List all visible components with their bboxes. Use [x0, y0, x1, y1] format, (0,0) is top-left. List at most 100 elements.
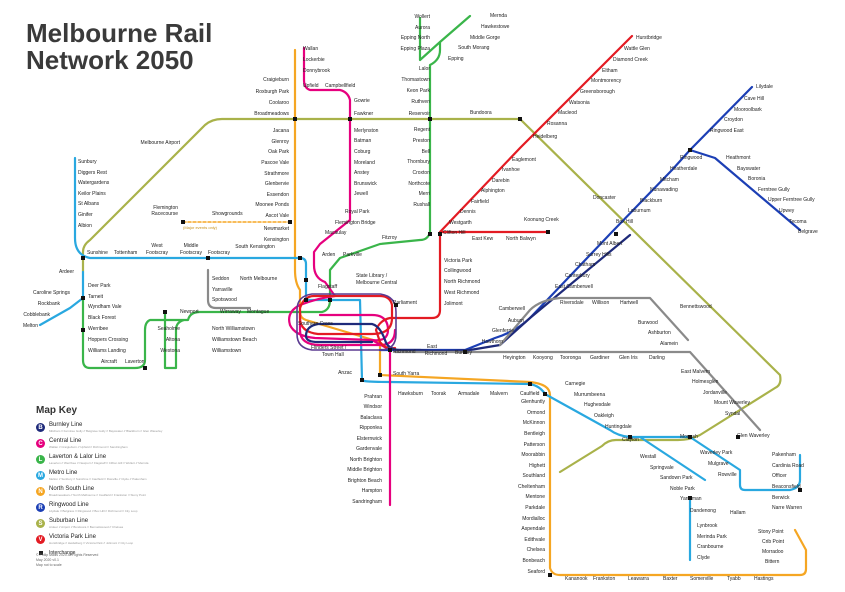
station-label-williamstown-beach: Williamstown Beach — [212, 337, 257, 343]
station-label-black-forest: Black Forest — [88, 315, 116, 321]
station-label-fairfield: Fairfield — [471, 199, 489, 205]
station-label-syndal: Syndal — [725, 411, 740, 417]
interchange-marker — [163, 310, 167, 314]
station-label-mulgrave: Mulgrave — [708, 461, 729, 467]
station-label-heathmont: Heathmont — [726, 155, 751, 161]
station-label-officer: Officer — [772, 473, 787, 479]
station-label-cave-hill: Cave Hill — [744, 96, 764, 102]
station-label-laverton: Laverton — [125, 359, 145, 365]
station-label-edithvale: Edithvale — [524, 537, 545, 543]
suburban-line — [81, 117, 782, 474]
station-label-belgrave: Belgrave — [798, 229, 818, 235]
interchange-marker — [298, 256, 302, 260]
station-label-cheltenham: Cheltenham — [518, 484, 545, 490]
station-label-southland: Southland — [522, 473, 545, 479]
station-label-wallan: Wallan — [303, 46, 318, 52]
station-label-heatherdale: Heatherdale — [670, 166, 697, 172]
station-label-jolimont: Jolimont — [444, 301, 463, 307]
station-label-cranbourne: Cranbourne — [697, 544, 724, 550]
station-label-ormond: Ormond — [527, 410, 545, 416]
station-label-williams-landing: Williams Landing — [88, 348, 126, 354]
station-label-east-kew: East Kew — [472, 236, 494, 242]
station-label-anzac: Anzac — [338, 370, 352, 376]
station-label-epping: Epping — [448, 56, 464, 62]
interchange-marker — [81, 296, 85, 300]
station-label-eaglemont: Eaglemont — [512, 157, 537, 163]
station-label-armadale: Armadale — [458, 391, 480, 397]
station-label-glenroy: Glenroy — [271, 139, 289, 145]
station-label-east-richmond: East — [427, 344, 438, 350]
station-label-camberwell: Camberwell — [499, 306, 525, 312]
station-label-ginifer: Ginifer — [78, 212, 93, 218]
key-line-stations: Lilydale // Belgrave // Ringwood // Box … — [49, 509, 138, 513]
station-label-upfield: Upfield — [303, 83, 319, 89]
key-line-name: Central Line — [49, 438, 82, 444]
station-label-royal-park: Royal Park — [345, 209, 370, 215]
copyright-line-3: Map not to scale — [36, 563, 62, 567]
station-label-keilor-plains: Keilor Plains — [78, 191, 106, 197]
interchange-marker — [543, 392, 547, 396]
station-label-tecoma: Tecoma — [789, 219, 807, 225]
line-badge-icon: R — [36, 503, 45, 512]
station-label-town-hall: Town Hall — [322, 352, 344, 358]
station-label-yarraville: Yarraville — [212, 287, 233, 293]
station-label-middle-footscray: Middle — [184, 243, 199, 249]
station-label-sandown-park: Sandown Park — [660, 475, 693, 481]
station-label-rowville: Rowville — [718, 472, 737, 478]
station-label-mont-albert: Mont Albert — [597, 241, 623, 247]
interchange-marker — [688, 148, 692, 152]
station-label-state-library: State Library / — [356, 273, 388, 279]
station-label-altona: Altona — [166, 337, 180, 343]
station-label-sunshine: Sunshine — [87, 250, 108, 256]
station-label-seaford: Seaford — [527, 569, 545, 575]
station-label-macleod: Macleod — [558, 110, 577, 116]
station-label-oakleigh: Oakleigh — [594, 413, 614, 419]
station-label-fawkner: Fawkner — [354, 111, 374, 117]
station-label-broadmeadows: Broadmeadows — [254, 111, 289, 117]
station-label-roxburgh-park: Roxburgh Park — [256, 89, 290, 95]
station-label-hoppers-crossing: Hoppers Crossing — [88, 337, 128, 343]
station-label-glenferrie: Glenferrie — [492, 328, 514, 334]
station-label-north-brighton: North Brighton — [350, 457, 382, 463]
station-label-bundoora: Bundoora — [470, 110, 492, 116]
copyright: © Philip Mallis 2020 All Rights Reserved… — [36, 553, 98, 568]
station-label-kananook: Kananook — [565, 576, 588, 582]
station-label-parkville: Parkville — [343, 252, 362, 258]
station-label-hawthorn: Hawthorn — [482, 339, 504, 345]
station-label-heidelberg: Heidelberg — [533, 134, 557, 140]
city-loop-outer — [296, 293, 397, 351]
station-label-narre-warren: Narre Warren — [772, 505, 802, 511]
station-label-south-yarra: South Yarra — [393, 371, 419, 377]
station-label-regent: Regent — [414, 127, 431, 133]
station-label-reservoir: Reservoir — [409, 111, 431, 117]
station-label-bell: Bell — [422, 149, 430, 155]
station-label-southern-cross: Southern Cross — [298, 321, 333, 327]
station-label-ivanhoe: Ivanhoe — [502, 167, 520, 173]
interchange-marker — [518, 117, 522, 121]
station-label-preston: Preston — [413, 138, 430, 144]
station-label-oak-park: Oak Park — [268, 149, 289, 155]
map-title: Melbourne Rail Network 2050 — [26, 20, 212, 74]
station-label-berwick: Berwick — [772, 495, 790, 501]
station-label-east-malvern: East Malvern — [681, 369, 710, 375]
station-label-west-footscray2: Footscray — [146, 250, 168, 256]
station-label-stony-point: Stony Point — [758, 529, 784, 535]
station-label-mooroolbark: Mooroolbark — [734, 107, 762, 113]
interchange-marker — [428, 232, 432, 236]
station-label-footscray: Footscray — [208, 250, 230, 256]
station-label-richmond: Richmond — [393, 349, 416, 355]
line-badge-icon: V — [36, 535, 45, 544]
north-south-line — [293, 48, 808, 577]
interchange-marker — [206, 256, 210, 260]
key-line-name: North South Line — [49, 486, 95, 492]
station-label-nunawading: Nunawading — [650, 187, 678, 193]
station-label-strathmore: Strathmore — [264, 171, 289, 177]
station-label-westona: Westona — [160, 348, 180, 354]
station-label-somerville: Somerville — [690, 576, 714, 582]
station-label-lynbrook: Lynbrook — [697, 523, 718, 529]
interchange-marker — [548, 573, 552, 577]
